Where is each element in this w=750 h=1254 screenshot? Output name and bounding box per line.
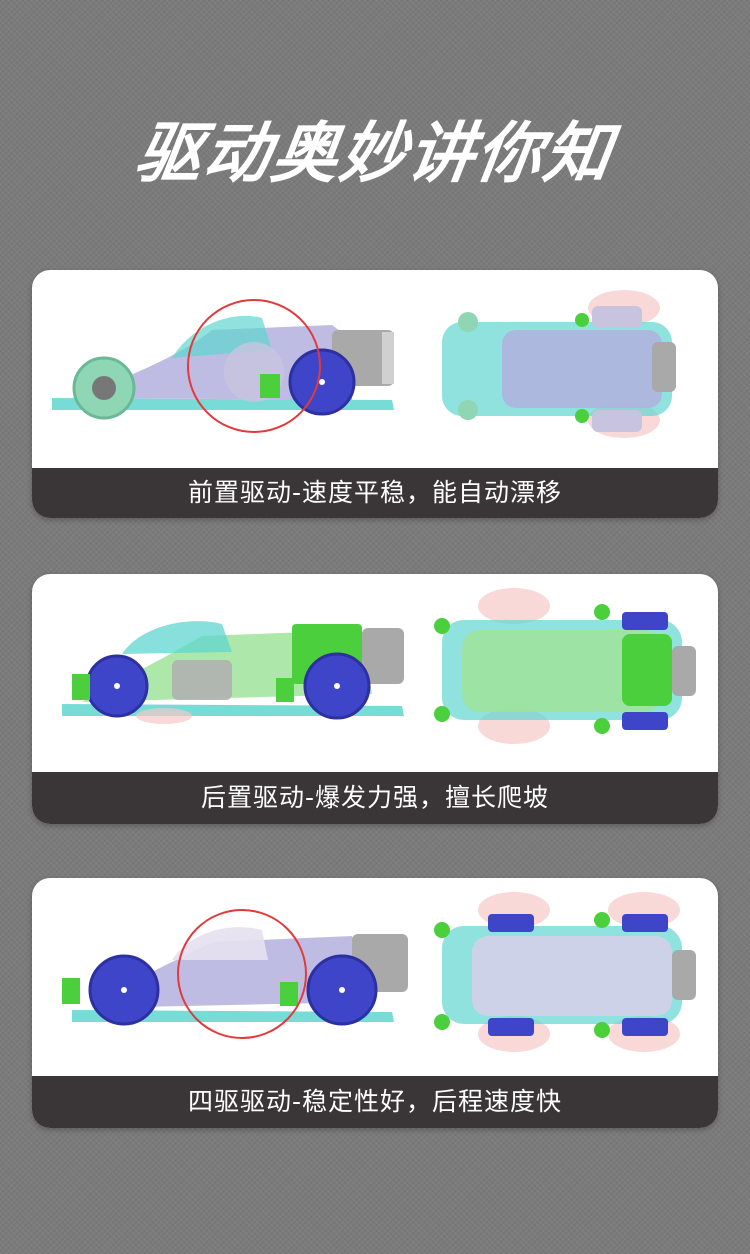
drive-card-front: 前置驱动-速度平稳，能自动漂移 [32,270,718,518]
drive-highlight-ring [187,299,321,433]
drive-card-four-wheel: 四驱驱动-稳定性好，后程速度快 [32,878,718,1128]
drive-caption: 四驱驱动-稳定性好，后程速度快 [32,1076,718,1128]
front-drive-illustration [52,290,676,438]
page-title: 驱动奥妙讲你知 [130,115,618,192]
car-top-view [434,892,696,1052]
drive-caption: 后置驱动-爆发力强，擅长爬坡 [32,772,718,824]
car-side-view [52,299,394,433]
car-side-view [62,621,404,724]
car-top-view [434,588,696,744]
car-top-view [442,290,676,438]
car-side-view [62,909,408,1039]
four-wheel-drive-illustration [62,892,696,1052]
drive-card-rear: 后置驱动-爆发力强，擅长爬坡 [32,574,718,824]
drive-highlight-ring [177,909,307,1039]
rear-drive-illustration [62,588,696,744]
drive-caption: 前置驱动-速度平稳，能自动漂移 [32,468,718,518]
